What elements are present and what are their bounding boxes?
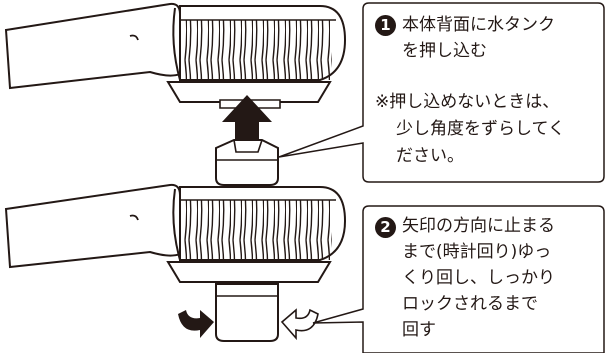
step-2-line-1: 矢印の方向に止まる bbox=[402, 216, 555, 236]
step-2-line-3: くり回し、しっかり bbox=[402, 268, 555, 288]
step-1-line-1: 本体背面に水タンク bbox=[402, 15, 555, 35]
rotate-arrow-icon bbox=[280, 308, 319, 341]
step-1-note-line-1: ※押し込めないときは、 bbox=[375, 92, 560, 112]
step-2-line-4: ロックされるまで bbox=[402, 294, 538, 314]
step-1-number-badge: 1 bbox=[375, 15, 396, 36]
water-tank-step2 bbox=[215, 283, 279, 342]
step-1-line-2: を押し込む bbox=[402, 41, 487, 61]
callout-box-step1 bbox=[278, 2, 605, 183]
step-2-number-badge: 2 bbox=[375, 217, 396, 238]
arrow-up-icon bbox=[222, 95, 272, 145]
rotate-arrow-icon bbox=[178, 310, 214, 338]
fan-illustration-step1 bbox=[4, 2, 347, 109]
water-tank-step1 bbox=[215, 139, 279, 186]
fan-illustration-step2 bbox=[4, 183, 347, 283]
step-1-note-line-3: ださい。 bbox=[396, 146, 464, 166]
step-1-note-line-2: 少し角度をずらしてく bbox=[396, 119, 565, 139]
step-2-line-5: 回す bbox=[402, 320, 436, 340]
step-2-line-2: まで(時計回り)ゆっ bbox=[402, 242, 552, 262]
callout-box-step2 bbox=[312, 205, 605, 353]
